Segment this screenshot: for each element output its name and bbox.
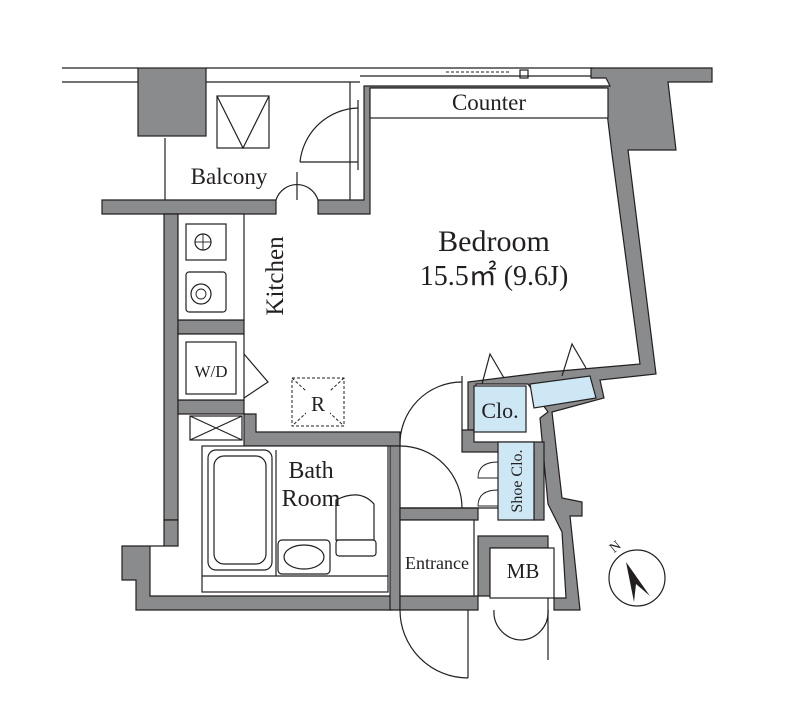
structural-column [137, 67, 207, 137]
entrance: Entrance [399, 519, 475, 679]
entrance-label: Entrance [405, 553, 469, 573]
counter-label: Counter [452, 90, 526, 115]
bedroom-label: Bedroom [438, 225, 550, 258]
bath-label-line1: Bath [288, 458, 333, 484]
washer-dryer-label: W/D [194, 362, 227, 381]
balcony-label: Balcony [191, 164, 268, 189]
closet: Clo. [473, 342, 597, 433]
shoe-closet-label: Shoe Clo. [509, 449, 526, 512]
closet-label: Clo. [481, 398, 518, 423]
refrigerator-label: R [311, 392, 325, 416]
counter: Counter [369, 87, 609, 119]
kitchen-counter [177, 213, 245, 321]
meter-box-label: MB [507, 559, 540, 583]
washer-dryer: W/D [177, 333, 269, 401]
bedroom-area: 15.5㎡ (9.6J) [420, 260, 569, 292]
balcony-area [62, 67, 593, 200]
shoe-closet: Shoe Clo. [477, 441, 535, 521]
north-label: N [607, 538, 624, 556]
bathroom: Bath Room [201, 445, 389, 593]
meter-box: MB [489, 547, 555, 660]
refrigerator-space: R [291, 377, 345, 427]
bath-label-line2: Room [282, 486, 341, 512]
walls [101, 67, 713, 611]
exhaust-vent-icon [216, 95, 270, 150]
kitchen-label: Kitchen [262, 236, 289, 316]
toilet-icon [335, 494, 377, 557]
washbasin-icon [277, 539, 331, 575]
balcony-door [275, 100, 359, 201]
north-compass-icon: N [607, 538, 666, 607]
bathroom-door [399, 376, 463, 447]
bedroom-door [399, 445, 500, 509]
bath-vent-icon [189, 415, 243, 441]
sink-icon [190, 283, 212, 305]
stove-burner-icon [194, 233, 212, 251]
